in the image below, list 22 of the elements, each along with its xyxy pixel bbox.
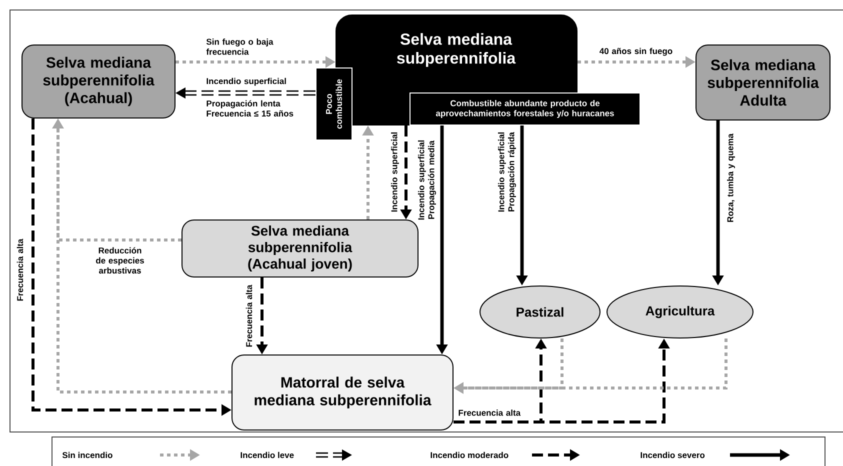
state-box: Selva mediana subperennifolia (Acahual)	[22, 44, 176, 118]
state-box: Matorral de selva mediana subperennifolia	[232, 354, 454, 430]
note-box: Poco combustible	[316, 68, 352, 140]
edge-label: Incendio superficial Propagación rápida	[498, 132, 516, 212]
legend-label: Incendio leve	[240, 452, 294, 458]
note-text: Propagación lenta Frecuencia ≤ 15 años	[206, 100, 294, 117]
legend-label: Incendio severo	[640, 452, 705, 458]
edge-label: Frecuencia alta	[16, 238, 24, 301]
edge-label: Incendio superficial Propagación media	[418, 140, 436, 220]
legend-label: Incendio moderado	[430, 452, 508, 458]
edge-label: Incendio superficial	[391, 132, 399, 212]
legend-label: Sin incendio	[62, 452, 112, 458]
note-box: Combustible abundante producto de aprovechamientos forestales y/o huracanes	[410, 92, 640, 126]
edge-label: Sin fuego o baja frecuencia	[206, 38, 274, 55]
edge-label: 40 años sin fuego	[600, 48, 672, 56]
edge-label: Frecuencia alta	[246, 284, 252, 347]
edge-label: Roza, tumba y quema	[727, 134, 735, 222]
state-box: Selva mediana subperennifolia (Acahual joven)	[182, 220, 418, 278]
edge-label: Incendio superficial	[206, 78, 286, 86]
edge-label: Reducción de especies arbustivas	[96, 247, 144, 274]
edge-label: Frecuencia alta	[458, 410, 521, 416]
state-box: Selva mediana subperennifolia Adulta	[696, 44, 830, 120]
